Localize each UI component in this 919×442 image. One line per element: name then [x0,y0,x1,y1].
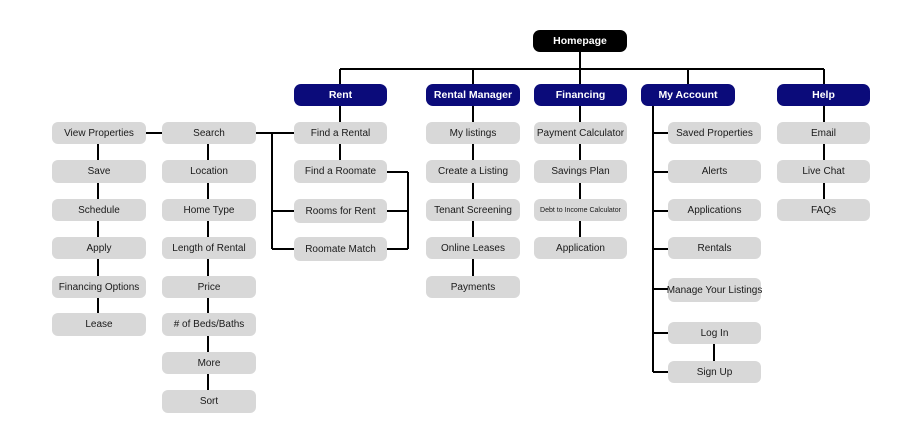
category-help[interactable]: Help [777,84,870,106]
node-view-properties[interactable]: View Properties [52,122,146,144]
node-save[interactable]: Save [52,160,146,183]
node-beds-baths[interactable]: # of Beds/Baths [162,313,256,336]
node-length-of-rental[interactable]: Length of Rental [162,237,256,259]
node-payments[interactable]: Payments [426,276,520,298]
node-rooms-for-rent[interactable]: Rooms for Rent [294,199,387,223]
node-saved-properties[interactable]: Saved Properties [668,122,761,144]
node-log-in[interactable]: Log In [668,322,761,344]
node-find-a-rental[interactable]: Find a Rental [294,122,387,144]
node-online-leases[interactable]: Online Leases [426,237,520,259]
node-alerts[interactable]: Alerts [668,160,761,183]
category-financing[interactable]: Financing [534,84,627,106]
node-apply[interactable]: Apply [52,237,146,259]
node-applications[interactable]: Applications [668,199,761,221]
category-rental-manager[interactable]: Rental Manager [426,84,520,106]
node-my-listings[interactable]: My listings [426,122,520,144]
node-location[interactable]: Location [162,160,256,183]
node-payment-calculator[interactable]: Payment Calculator [534,122,627,144]
node-application[interactable]: Application [534,237,627,259]
node-faqs[interactable]: FAQs [777,199,870,221]
node-sort[interactable]: Sort [162,390,256,413]
node-find-a-roomate[interactable]: Find a Roomate [294,160,387,183]
node-more[interactable]: More [162,352,256,374]
node-savings-plan[interactable]: Savings Plan [534,160,627,183]
node-lease[interactable]: Lease [52,313,146,336]
category-my-account[interactable]: My Account [641,84,735,106]
node-schedule[interactable]: Schedule [52,199,146,221]
node-email[interactable]: Email [777,122,870,144]
node-live-chat[interactable]: Live Chat [777,160,870,183]
category-rent[interactable]: Rent [294,84,387,106]
node-create-a-listing[interactable]: Create a Listing [426,160,520,183]
node-tenant-screening[interactable]: Tenant Screening [426,199,520,221]
node-price[interactable]: Price [162,276,256,298]
node-manage-your-listings[interactable]: Manage Your Listings [667,278,762,302]
node-rentals[interactable]: Rentals [668,237,761,259]
node-roomate-match[interactable]: Roomate Match [294,237,387,261]
node-home-type[interactable]: Home Type [162,199,256,221]
node-sign-up[interactable]: Sign Up [668,361,761,383]
node-financing-options[interactable]: Financing Options [52,276,146,298]
node-search[interactable]: Search [162,122,256,144]
homepage-node[interactable]: Homepage [533,30,627,52]
node-debt-to-income-calculator[interactable]: Debt to Income Calculator [534,199,627,221]
